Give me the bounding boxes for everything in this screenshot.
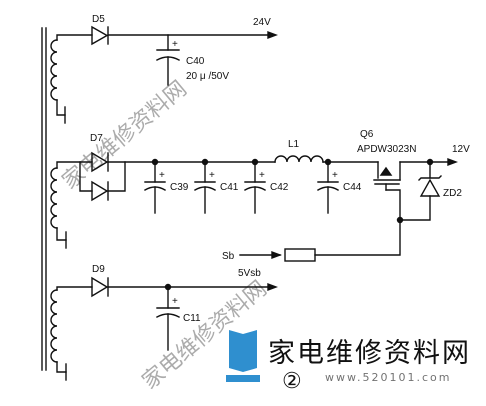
label-c41: C41 [220, 182, 239, 193]
label-12v: 12V [452, 144, 470, 155]
label-l1: L1 [288, 139, 300, 150]
arrow-24v[interactable] [267, 30, 278, 40]
zener-zd2 [419, 178, 441, 197]
label-c11: C11 [183, 313, 201, 324]
arrow-12v[interactable] [447, 157, 458, 167]
book-base-icon [226, 375, 260, 382]
arrow-5vsb[interactable] [267, 282, 278, 292]
figure-number: ② [282, 368, 302, 393]
label-c44: C44 [343, 182, 362, 193]
label-d5: D5 [92, 14, 105, 25]
inductor-l1 [274, 155, 324, 163]
plus-c40: + [172, 39, 178, 50]
label-q6: Q6 [360, 129, 374, 140]
winding-3-coil [50, 289, 58, 363]
diode-d7-b [91, 180, 109, 202]
winding-2-coil [50, 167, 58, 229]
mosfet-q6 [373, 161, 401, 191]
label-24v: 24V [253, 17, 271, 28]
label-c42: C42 [270, 182, 289, 193]
label-q6-part: APDW3023N [357, 144, 416, 155]
label-c40-rating: 20 μ /50V [186, 71, 229, 82]
resistor-sb [284, 248, 316, 262]
plus-c39: + [159, 170, 165, 181]
diode-d5 [91, 25, 109, 46]
label-c40: C40 [186, 56, 205, 67]
label-c39: C39 [170, 182, 189, 193]
label-d9: D9 [92, 264, 105, 275]
plus-c11: + [172, 296, 178, 307]
diode-d7-a [91, 151, 109, 173]
book-icon [229, 330, 257, 372]
wire-d5-anode [56, 34, 93, 41]
plus-c44: + [332, 170, 338, 181]
brand-text: 家电维修资料网 [268, 338, 471, 369]
site-url: www.520101.com [325, 371, 451, 384]
label-d7: D7 [90, 133, 103, 144]
plus-c42: + [259, 170, 265, 181]
winding-1-ground-lead [56, 99, 66, 116]
diode-d9 [91, 276, 109, 298]
brand-logo [226, 330, 260, 382]
label-zd2: ZD2 [443, 188, 462, 199]
plus-c41: + [209, 170, 215, 181]
winding-1-coil [50, 39, 58, 101]
label-5vsb: 5Vsb [238, 268, 261, 279]
label-sb: Sb [222, 251, 235, 262]
